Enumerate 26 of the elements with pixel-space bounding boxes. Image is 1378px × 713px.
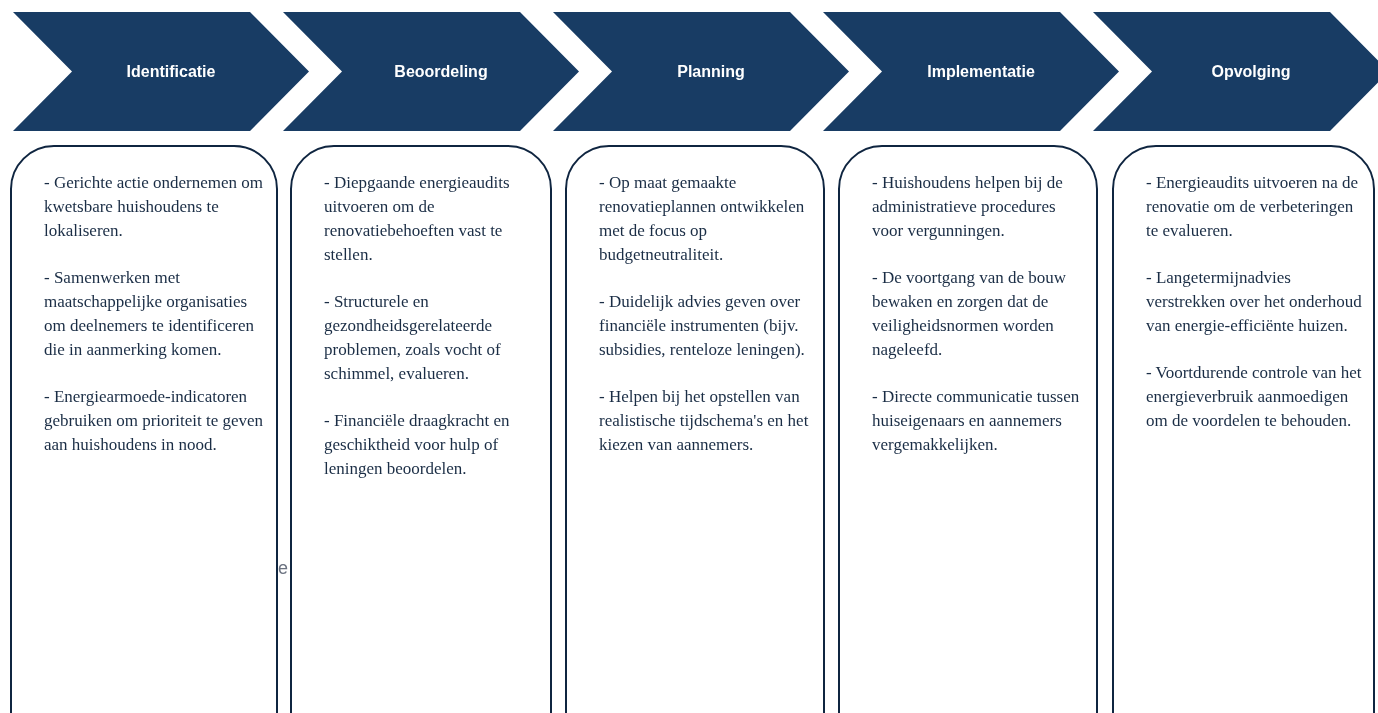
bullet-text: - Energiearmoede-indicatoren gebruiken om prioriteit te geven aan huishoudens in nood. xyxy=(44,386,265,456)
bullet-text: - Op maat gemaakte renovatieplannen ontwikkelen met de focus op budgetneutraliteit. xyxy=(599,172,806,266)
step-title: Beoordeling xyxy=(393,61,488,82)
bullet-text: - De voortgang van de bouw bewaken en zorgen dat de veiligheidsnormen worden nageleefd. xyxy=(872,267,1068,361)
bullet-text: - Langetermijnadvies verstrekken over het onderhoud van energie-efficiënte huizen. xyxy=(1146,267,1363,337)
bullet-text: - Duidelijk advies geven over financiële instrumenten (bijv. subsidies, renteloze leningen). xyxy=(599,291,806,361)
bullet-text: - Structurele en gezondheidsgerelateerde problemen, zoals vocht of schimmel, evalueren. xyxy=(324,291,502,385)
bullet-text: - Samenwerken met maatschappelijke organisaties om deelnemers te identificeren die in aanmerking komen. xyxy=(44,267,256,361)
step-title: Implementatie xyxy=(926,61,1035,82)
bullet-text: - Gerichte actie ondernemen om kwetsbare huishoudens te lokaliseren. xyxy=(44,172,264,242)
rounded-card xyxy=(10,145,278,713)
bullet-text: - Diepgaande energieaudits uitvoeren om de renovatiebehoeften vast te stellen. xyxy=(324,172,511,266)
step-title: Planning xyxy=(676,61,745,82)
stray-letter: e xyxy=(278,557,288,580)
rounded-card xyxy=(838,145,1098,713)
rounded-card xyxy=(290,145,552,713)
bullet-text: - Voortdurende controle van het energieverbruik aanmoedigen om de voordelen te behouden. xyxy=(1146,362,1363,432)
bullet-text: - Huishoudens helpen bij de administratieve procedures voor vergunningen. xyxy=(872,172,1064,242)
rounded-card xyxy=(1112,145,1375,713)
bullet-text: - Financiële draagkracht en geschiktheid voor hulp of leningen beoordelen. xyxy=(324,410,511,480)
rounded-card xyxy=(565,145,825,713)
step-title: Opvolging xyxy=(1210,61,1291,82)
bullet-text: - Directe communicatie tussen huiseigenaars en aannemers vergemakkelijken. xyxy=(872,386,1081,456)
step-title: Identificatie xyxy=(125,61,216,82)
bullet-text: - Energieaudits uitvoeren na de renovatie om de verbeteringen te evalueren. xyxy=(1146,172,1360,242)
bullet-text: - Helpen bij het opstellen van realistische tijdschema's en het kiezen van aannemers. xyxy=(599,386,810,456)
